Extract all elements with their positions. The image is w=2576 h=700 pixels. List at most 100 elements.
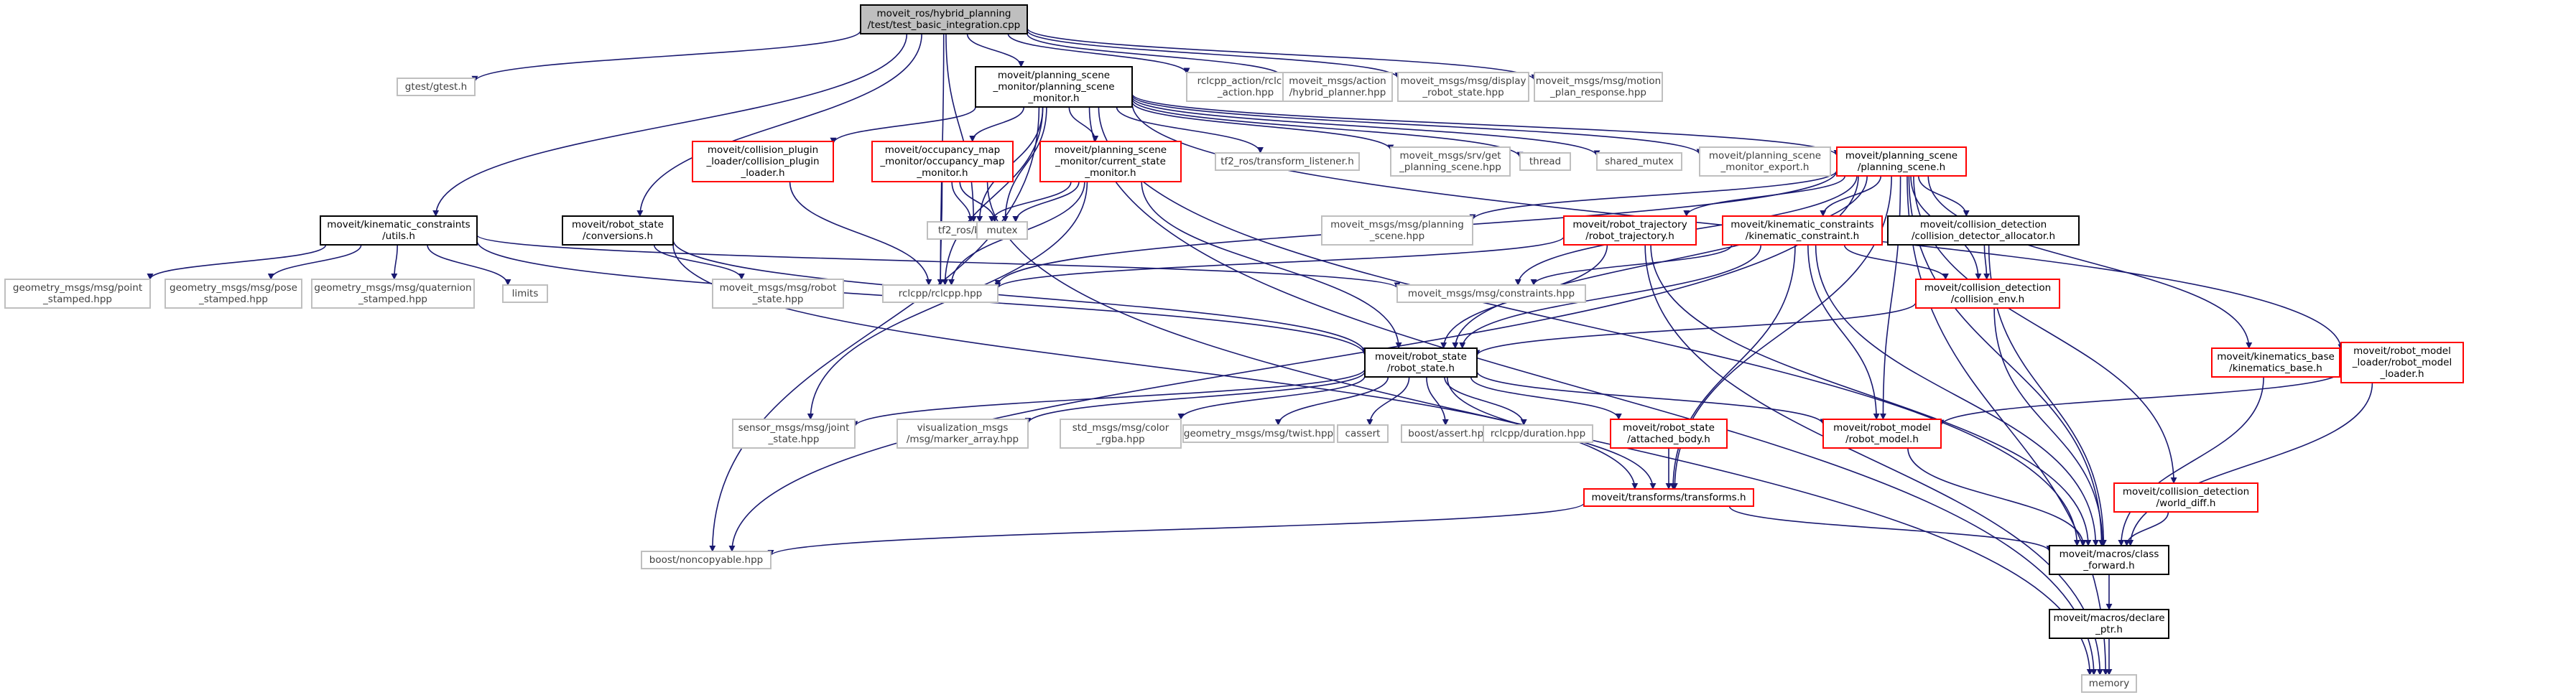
edge-psm-to-occupancy_map_monitor [969,106,1025,142]
node-attached_body[interactable]: moveit/robot_state/attached_body.h [1610,419,1728,449]
node-shared_mutex[interactable]: shared_mutex [1596,152,1682,171]
node-label: limits [512,288,539,299]
node-label: _loader.h [740,167,784,179]
node-label: _forward.h [2082,560,2134,571]
edge-robot_trajectory-to-memory [1644,244,2103,676]
edge-psm-to-psm_export [1131,95,1703,156]
node-transforms[interactable]: moveit/transforms/transforms.h [1583,488,1754,507]
node-label: _scene.hpp [1369,230,1424,242]
node-marker_array[interactable]: visualization_msgs/msg/marker_array.hpp [896,419,1029,449]
node-label: tf2_ros/transform_listener.h [1220,156,1354,167]
node-transform_listener[interactable]: tf2_ros/transform_listener.h [1215,152,1360,171]
node-robot_model[interactable]: moveit/robot_model/robot_model.h [1822,419,1942,449]
node-label: _monitor.h [1027,93,1079,104]
node-planning_scene[interactable]: moveit/planning_scene/planning_scene.h [1836,146,1967,177]
edge-robot_state-to-robot_model [1476,370,1827,426]
node-class_forward[interactable]: moveit/macros/class_forward.h [2049,545,2169,575]
node-kinematic_constraint[interactable]: moveit/kinematic_constraints/kinematic_c… [1722,215,1883,246]
node-occupancy_map_monitor[interactable]: moveit/occupancy_map_monitor/occupancy_m… [871,141,1014,182]
node-box [1915,279,2060,309]
node-world_diff[interactable]: moveit/collision_detection/world_diff.h [2113,482,2258,513]
node-label: /collision_env.h [1951,294,2024,305]
node-memory[interactable]: memory [2081,674,2137,693]
node-label: moveit/planning_scene [1055,144,1167,156]
node-box [1182,424,1335,443]
node-psm_export[interactable]: moveit/planning_scene_monitor_export.h [1699,146,1831,177]
edge-test_basic_integration-to-kc_utils [432,33,908,217]
edge-psm-to-transform_listener [1116,106,1264,154]
node-declare_ptr[interactable]: moveit/macros/declare_ptr.h [2049,609,2169,639]
node-color_rgba[interactable]: std_msgs/msg/color_rgba.hpp [1060,419,1182,449]
node-box [871,141,1014,182]
node-limits[interactable]: limits [502,284,548,303]
node-label: moveit_msgs/msg/robot [720,282,837,294]
node-collision_detector_allocator[interactable]: moveit/collision_detection/collision_det… [1887,215,2080,246]
node-motion_plan_response[interactable]: moveit_msgs/msg/motion_plan_response.hpp [1534,72,1663,102]
edge-psm-to-get_planning_scene [1131,101,1394,151]
node-display_robot_state[interactable]: moveit_msgs/msg/display_robot_state.hpp [1397,72,1529,102]
node-box [896,419,1029,449]
node-box [1596,152,1682,171]
node-label: /robot_trajectory.h [1585,230,1674,242]
edge-kinematic_constraint-to-class_forward [1815,244,2099,546]
node-label: /collision_detector_allocator.h [1912,230,2055,242]
node-box [1887,215,2080,246]
node-rclcpp[interactable]: rclcpp/rclcpp.hpp [882,284,999,303]
node-cassert[interactable]: cassert [1337,424,1389,443]
node-test_basic_integration[interactable]: moveit_ros/hybrid_planning/test/test_bas… [860,4,1028,34]
node-box [1396,284,1586,303]
node-collision_env[interactable]: moveit/collision_detection/collision_env… [1915,279,2060,309]
node-box [882,284,999,303]
node-boost_assert[interactable]: boost/assert.hpp [1401,424,1497,443]
node-rclcpp_duration[interactable]: rclcpp/duration.hpp [1483,424,1593,443]
node-label: moveit/macros/declare [2053,612,2164,624]
node-thread[interactable]: thread [1519,152,1571,171]
node-gtest[interactable]: gtest/gtest.h [397,78,476,96]
edge-kc_utils-to-limits [427,244,511,286]
node-robot_trajectory[interactable]: moveit/robot_trajectory/robot_trajectory… [1563,215,1697,246]
node-robot_state_msg[interactable]: moveit_msgs/msg/robot_state.hpp [712,279,844,309]
node-box [692,141,834,182]
node-psm[interactable]: moveit/planning_scene_monitor/planning_s… [975,66,1133,108]
node-label: _rgba.hpp [1095,434,1144,445]
node-planning_scene_msg[interactable]: moveit_msgs/msg/planning_scene.hpp [1321,215,1473,246]
edge-robot_trajectory-to-rclcpp [994,236,1565,289]
node-label: moveit/transforms/transforms.h [1591,492,1746,503]
edge-kc_utils-to-pose_stamped [267,244,362,280]
node-joint_state[interactable]: sensor_msgs/msg/joint_state.hpp [732,419,856,449]
node-box [2340,342,2464,383]
node-noncopyable[interactable]: boost/noncopyable.hpp [641,551,772,569]
edge-robot_state-to-joint_state [851,368,1366,428]
node-label: moveit_msgs/msg/display [1400,75,1526,87]
node-quaternion_stamped[interactable]: geometry_msgs/msg/quaternion_stamped.hpp [311,279,475,309]
edge-kinematic_constraint-to-robot_state [1459,244,1762,349]
node-collision_plugin_loader[interactable]: moveit/collision_plugin_loader/collision… [692,141,834,182]
node-label: /utils.h [382,230,415,242]
node-label: _state.hpp [768,434,820,445]
node-robot_model_loader[interactable]: moveit/robot_model_loader/robot_model_lo… [2340,342,2464,383]
node-label: geometry_msgs/msg/pose [170,282,297,294]
node-hybrid_planner[interactable]: moveit_msgs/action/hybrid_planner.hpp [1282,72,1393,102]
node-twist[interactable]: geometry_msgs/msg/twist.hpp [1182,424,1335,443]
node-rs_conversions[interactable]: moveit/robot_state/conversions.h [562,215,674,246]
edge-world_diff-to-class_forward [2123,511,2169,546]
node-kc_utils[interactable]: moveit/kinematic_constraints/utils.h [320,215,478,246]
node-label: moveit_msgs/msg/constraints.hpp [1408,288,1575,299]
node-constraints[interactable]: moveit_msgs/msg/constraints.hpp [1396,284,1586,303]
node-current_state_monitor[interactable]: moveit/planning_scene_monitor/current_st… [1039,141,1182,182]
node-box [1722,215,1883,246]
node-point_stamped[interactable]: geometry_msgs/msg/point_stamped.hpp [4,279,151,309]
node-robot_state[interactable]: moveit/robot_state/robot_state.h [1364,347,1478,378]
node-label: boost/noncopyable.hpp [649,554,763,566]
edge-kinematic_constraint-to-constraints [1530,244,1733,286]
node-get_planning_scene[interactable]: moveit_msgs/srv/get_planning_scene.hpp [1390,146,1511,177]
node-box [1215,152,1360,171]
edge-robot_state-to-rclcpp_duration [1444,376,1527,426]
node-pose_stamped[interactable]: geometry_msgs/msg/pose_stamped.hpp [165,279,302,309]
edge-robot_state-to-attached_body [1470,376,1622,420]
node-mutex[interactable]: mutex [976,221,1028,240]
node-label: moveit_ros/hybrid_planning [877,8,1011,19]
node-label: _monitor.h [1084,167,1136,179]
node-label: /hybrid_planner.hpp [1289,87,1386,98]
node-kinematics_base[interactable]: moveit/kinematics_base/kinematics_base.h [2211,347,2340,378]
